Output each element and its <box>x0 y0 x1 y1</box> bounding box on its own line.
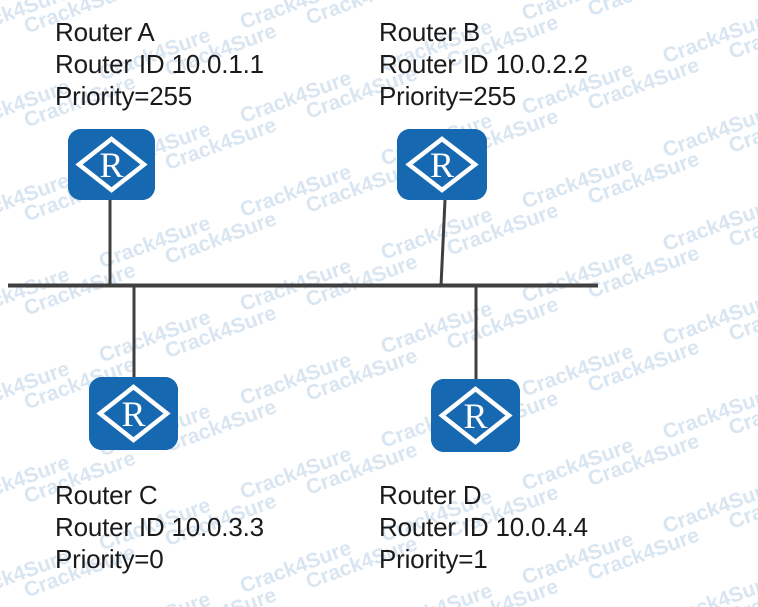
router-icon: R <box>89 377 178 450</box>
router-c-priority: Priority=0 <box>55 544 164 574</box>
svg-text:R: R <box>463 396 487 436</box>
router-c-name: Router C <box>55 480 158 510</box>
router-icon-router-b[interactable]: R <box>397 129 487 200</box>
svg-text:R: R <box>430 145 454 185</box>
router-d-priority: Priority=1 <box>379 544 488 574</box>
link-router-b <box>439 199 447 287</box>
router-a-router-id: Router ID 10.0.1.1 <box>55 49 264 79</box>
svg-text:R: R <box>121 394 145 434</box>
router-icon-router-a[interactable]: R <box>68 129 155 200</box>
label-router-c: Router C Router ID 10.0.3.3 Priority=0 <box>55 479 264 575</box>
router-icon: R <box>68 129 155 200</box>
router-icon-router-d[interactable]: R <box>431 379 520 452</box>
label-router-b: Router B Router ID 10.0.2.2 Priority=255 <box>379 16 588 112</box>
router-icon: R <box>431 379 520 452</box>
label-router-d: Router D Router ID 10.0.4.4 Priority=1 <box>379 479 588 575</box>
label-router-a: Router A Router ID 10.0.1.1 Priority=255 <box>55 16 264 112</box>
router-a-name: Router A <box>55 17 155 47</box>
router-d-name: Router D <box>379 480 482 510</box>
router-b-router-id: Router ID 10.0.2.2 <box>379 49 588 79</box>
router-d-router-id: Router ID 10.0.4.4 <box>379 512 588 542</box>
router-icon: R <box>397 129 487 200</box>
router-c-router-id: Router ID 10.0.3.3 <box>55 512 264 542</box>
svg-text:R: R <box>99 145 123 185</box>
router-icon-router-c[interactable]: R <box>89 377 178 450</box>
router-b-priority: Priority=255 <box>379 81 517 111</box>
router-a-priority: Priority=255 <box>55 81 193 111</box>
router-b-name: Router B <box>379 17 481 47</box>
